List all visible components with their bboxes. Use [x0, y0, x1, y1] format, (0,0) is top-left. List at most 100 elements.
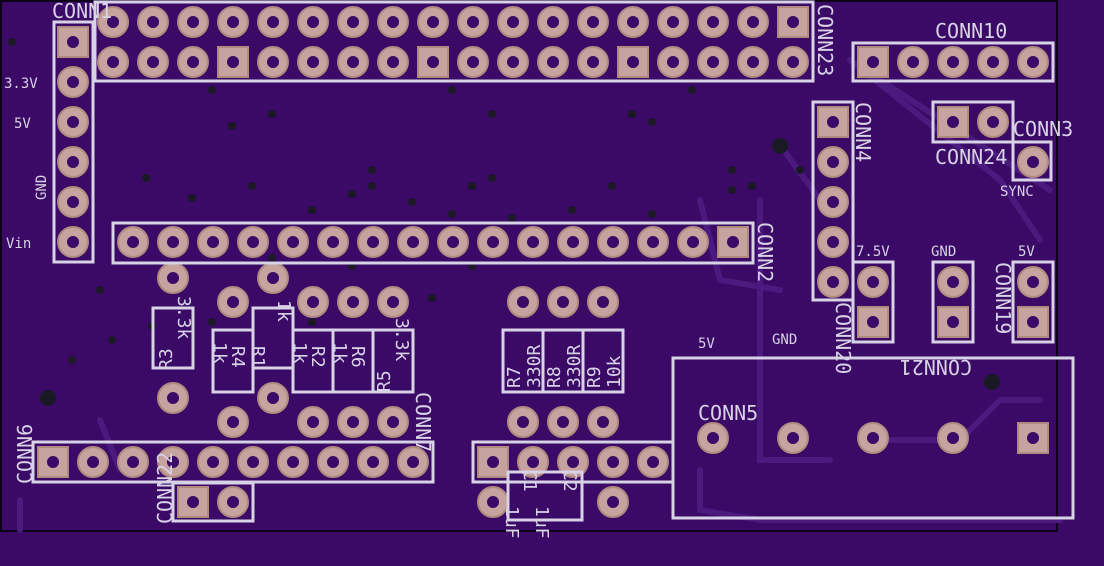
r8-label: R8	[544, 366, 565, 388]
conn6-label: CONN6	[13, 424, 37, 484]
conn23-outline	[93, 0, 815, 83]
conn2-pad	[157, 226, 189, 258]
conn23-pad	[537, 46, 569, 78]
conn23-pad	[697, 46, 729, 78]
conn4-pad	[817, 266, 849, 298]
conn5-outline	[671, 356, 1075, 520]
via	[368, 182, 376, 190]
r1-pad	[257, 262, 289, 294]
conn23-pad	[297, 46, 329, 78]
conn22-label: CONN22	[153, 452, 177, 524]
via	[308, 206, 316, 214]
conn23-pad	[577, 46, 609, 78]
conn5-pad	[937, 422, 969, 454]
conn23-pad	[377, 46, 409, 78]
via	[348, 190, 356, 198]
r3-outline	[151, 306, 195, 370]
via	[408, 198, 416, 206]
conn23-pad	[657, 46, 689, 78]
conn23-pad	[137, 46, 169, 78]
conn23-pad	[217, 46, 249, 78]
r1-label: R1	[247, 346, 268, 368]
conn4-pad	[817, 106, 849, 138]
conn23-pad	[777, 46, 809, 78]
conn23-pad	[737, 46, 769, 78]
r4-pad	[217, 286, 249, 318]
via	[68, 356, 76, 364]
conn1-pad	[57, 186, 89, 218]
conn23-pad	[617, 6, 649, 38]
r6-label: R6	[347, 346, 368, 368]
gnd3-label: GND	[772, 332, 797, 348]
conn7-label: CONN7	[411, 392, 435, 452]
r8-pad	[547, 406, 579, 438]
via	[772, 138, 788, 154]
via	[188, 194, 196, 202]
conn6-pad	[357, 446, 389, 478]
conn23-pad	[457, 6, 489, 38]
c1-value: 1uF	[501, 506, 522, 539]
r6-value: 1k	[329, 342, 350, 364]
via	[984, 374, 1000, 390]
r2-pad	[297, 406, 329, 438]
r5-pad	[377, 286, 409, 318]
conn23-pad	[457, 46, 489, 78]
sync-label: SYNC	[1000, 184, 1034, 200]
conn2-outline	[111, 221, 755, 265]
r1-pad	[257, 382, 289, 414]
via	[428, 294, 436, 302]
v75-label: 7.5V	[856, 244, 890, 260]
r7-value: 330R	[524, 344, 545, 388]
r7-label: R7	[504, 366, 525, 388]
via	[142, 174, 150, 182]
c2-label: C2	[559, 470, 580, 492]
conn1-label: CONN1	[52, 0, 112, 23]
via	[728, 186, 736, 194]
conn1-pad	[57, 66, 89, 98]
conn3-label: CONN3	[1013, 117, 1073, 141]
conn10-pad	[977, 46, 1009, 78]
conn2-pad	[277, 226, 309, 258]
conn19-outline	[1011, 260, 1055, 344]
conn23-pad	[657, 6, 689, 38]
conn23-pad	[257, 6, 289, 38]
via	[648, 118, 656, 126]
conn20-label: CONN20	[831, 302, 855, 374]
conn23-pad	[417, 46, 449, 78]
conn1-pad	[57, 146, 89, 178]
gnd2-label: GND	[931, 244, 956, 260]
conn6-pad	[237, 446, 269, 478]
conn5-label: CONN5	[698, 401, 758, 425]
conn2-label: CONN2	[753, 222, 777, 282]
conn5-pad	[697, 422, 729, 454]
via	[608, 182, 616, 190]
conn6-pad	[277, 446, 309, 478]
conn2-pad	[317, 226, 349, 258]
conn23-pad	[497, 46, 529, 78]
r4-value: 1k	[209, 342, 230, 364]
c1-c2-outline	[506, 470, 584, 522]
via	[228, 122, 236, 130]
conn23-pad	[297, 6, 329, 38]
conn4-pad	[817, 186, 849, 218]
conn6-pad	[77, 446, 109, 478]
conn7-pad	[477, 446, 509, 478]
gnd-label: GND	[34, 175, 50, 200]
r3-value: 3.3k	[173, 296, 194, 340]
conn20-outline	[851, 260, 895, 344]
conn4-label: CONN4	[851, 102, 875, 162]
via	[96, 286, 104, 294]
c2-value: 1uF	[531, 506, 552, 539]
conn4-pad	[817, 226, 849, 258]
conn4-pad	[817, 146, 849, 178]
conn1-pad	[57, 26, 89, 58]
conn3-pad	[1017, 146, 1049, 178]
conn10-outline	[851, 41, 1055, 83]
c1-label: C1	[519, 470, 540, 492]
via	[488, 110, 496, 118]
conn21-pad	[937, 266, 969, 298]
conn24-pad	[937, 106, 969, 138]
conn2-pad	[557, 226, 589, 258]
r9-value: 10k	[604, 355, 625, 388]
